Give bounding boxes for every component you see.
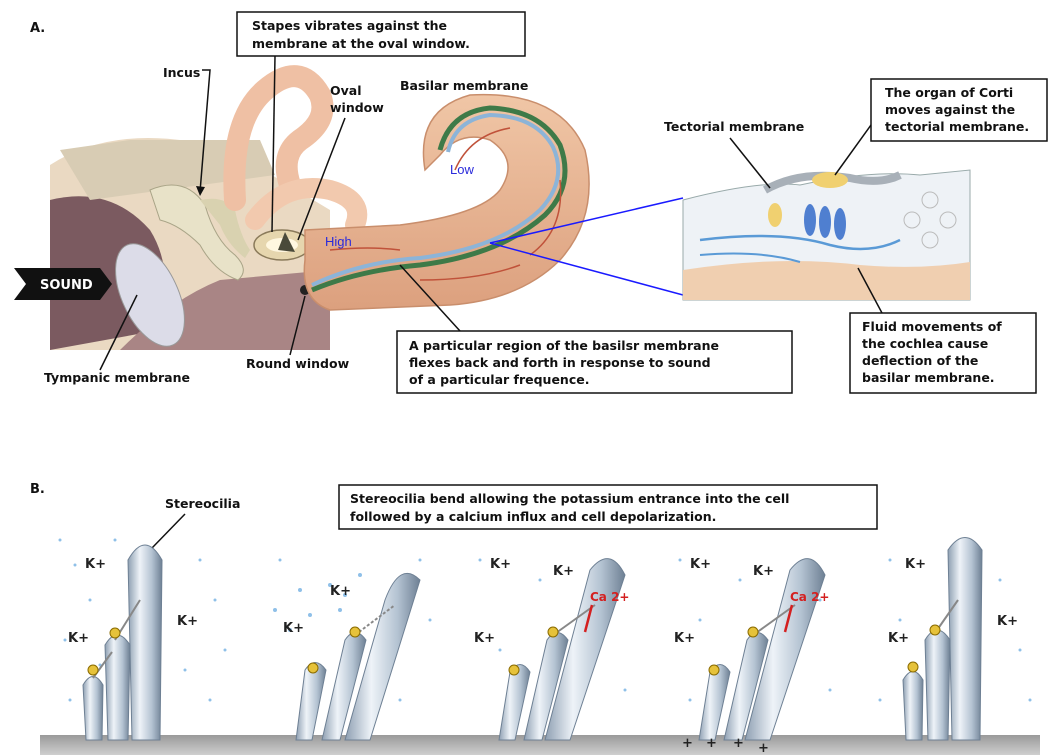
region-callout-line2: flexes back and forth in response to sou… — [409, 355, 711, 370]
tympanic-membrane-label: Tympanic membrane — [44, 370, 190, 385]
outer-ear-illustration — [50, 76, 357, 357]
high-frequency-label: High — [325, 234, 352, 249]
k-ion-4b: K+ — [753, 564, 774, 579]
stereocilia-bundle-4: K+ K+ K+ Ca 2+ + + + + — [674, 557, 830, 755]
sound-arrow: SOUND — [14, 268, 112, 300]
stereocilia-bundle-2: K+ K+ — [283, 573, 420, 740]
k-ion-5c: K+ — [997, 614, 1018, 629]
k-ion-2b: K+ — [283, 621, 304, 636]
plus-charge-1: + — [682, 736, 693, 751]
fluid-callout-line3: deflection of the — [862, 353, 978, 368]
stereocilia-box-line2: followed by a calcium influx and cell de… — [350, 509, 716, 524]
oval-window-label-line2: window — [330, 100, 384, 115]
tectorial-membrane-label: Tectorial membrane — [664, 119, 804, 134]
region-callout-line3: of a particular frequence. — [409, 372, 589, 387]
k-ion-3b: K+ — [553, 564, 574, 579]
stereocilia-bundle-3: K+ K+ K+ Ca 2+ — [474, 557, 630, 740]
k-ion-2a: K+ — [330, 584, 351, 599]
ca-ion-3: Ca 2+ — [590, 590, 630, 604]
oval-window-label-line1: Oval — [330, 83, 362, 98]
incus-label: Incus — [163, 65, 200, 80]
k-ion-1a: K+ — [85, 557, 106, 572]
stereocilia-box: Stereocilia bend allowing the potassium … — [339, 485, 877, 529]
k-ion-5b: K+ — [888, 631, 909, 646]
stereocilia-bundle-1: K+ K+ K+ — [68, 545, 198, 740]
plus-charge-3: + — [733, 736, 744, 751]
fluid-callout-line4: basilar membrane. — [862, 370, 995, 385]
corti-callout-line2: moves against the — [885, 102, 1015, 117]
region-callout-line1: A particular region of the basilsr membr… — [409, 338, 719, 353]
corti-callout-line1: The organ of Corti — [885, 85, 1013, 100]
fluid-callout-line2: the cochlea cause — [862, 336, 988, 351]
panel-a-letter: A. — [30, 21, 45, 36]
stereocilia-bundle-5: K+ K+ K+ — [888, 538, 1018, 741]
k-ion-5a: K+ — [905, 557, 926, 572]
stapes-callout-line1: Stapes vibrates against the — [252, 18, 447, 33]
stereocilia-label: Stereocilia — [165, 496, 240, 511]
fluid-callout-line1: Fluid movements of — [862, 319, 1002, 334]
k-ion-3a: K+ — [490, 557, 511, 572]
stapes-callout-line2: membrane at the oval window. — [252, 36, 470, 51]
basilar-membrane-label: Basilar membrane — [400, 78, 528, 93]
organ-of-corti-inset — [683, 170, 970, 300]
panel-b-letter: B. — [30, 482, 45, 497]
corti-callout-line3: tectorial membrane. — [885, 119, 1029, 134]
k-ion-4a: K+ — [690, 557, 711, 572]
round-window-label: Round window — [246, 356, 350, 371]
k-ion-3c: K+ — [474, 631, 495, 646]
stereocilia-box-line1: Stereocilia bend allowing the potassium … — [350, 491, 789, 506]
ca-ion-4: Ca 2+ — [790, 590, 830, 604]
plus-charge-2: + — [706, 736, 717, 751]
plus-charge-4: + — [758, 741, 769, 755]
corti-callout: The organ of Corti moves against the tec… — [835, 79, 1047, 175]
low-frequency-label: Low — [450, 162, 474, 177]
k-ion-1b: K+ — [68, 631, 89, 646]
sound-label: SOUND — [40, 278, 93, 293]
k-ion-1c: K+ — [177, 614, 198, 629]
k-ion-4c: K+ — [674, 631, 695, 646]
